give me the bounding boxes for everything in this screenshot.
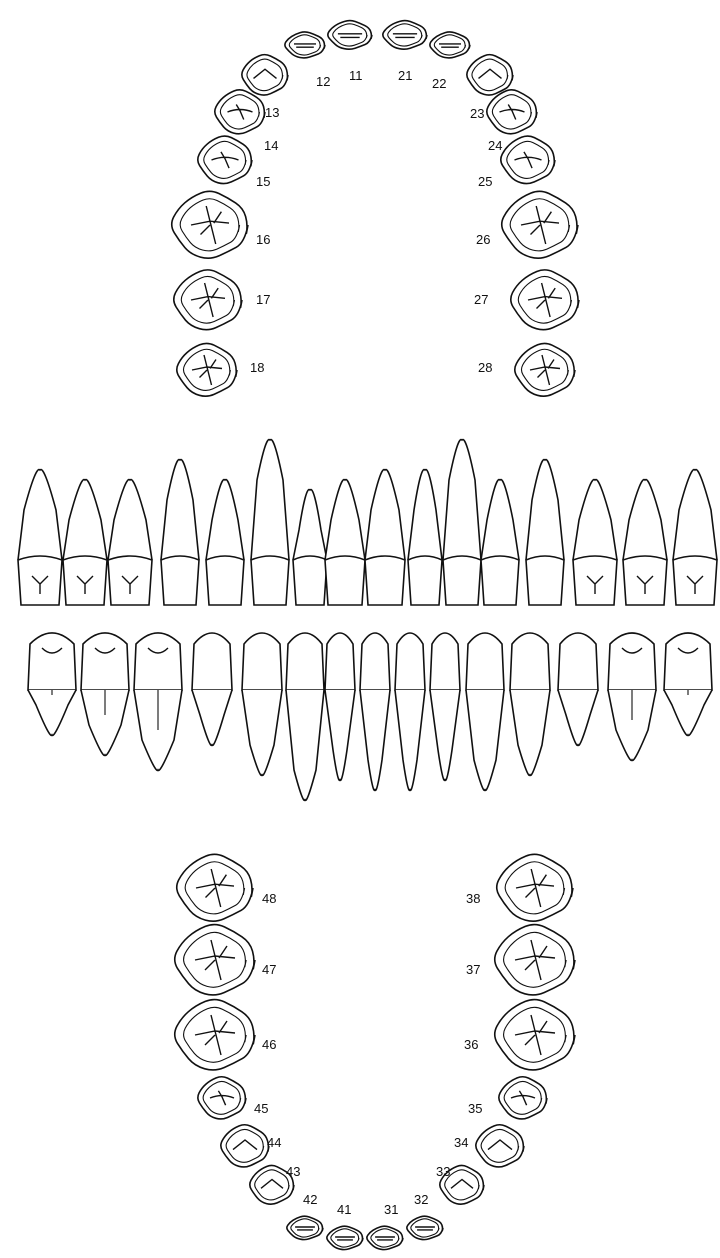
tooth-number-36: 36: [464, 1037, 478, 1052]
tooth-number-46: 46: [262, 1037, 276, 1052]
tooth-26-occlusal[interactable]: 26: [476, 191, 578, 258]
tooth-28-occlusal[interactable]: 28: [478, 343, 575, 396]
tooth-21-occlusal[interactable]: 21: [383, 21, 427, 83]
tooth-44-occlusal[interactable]: 44: [221, 1125, 282, 1167]
tooth-15-occlusal[interactable]: 15: [198, 136, 271, 189]
lower-tooth-side-6: [286, 633, 324, 800]
tooth-number-12: 12: [316, 74, 330, 89]
tooth-number-25: 25: [478, 174, 492, 189]
upper-tooth-side-8: [325, 480, 365, 606]
tooth-number-31: 31: [384, 1202, 398, 1217]
tooth-number-28: 28: [478, 360, 492, 375]
tooth-35-occlusal[interactable]: 35: [468, 1077, 547, 1119]
upper-tooth-side-1: [18, 470, 62, 606]
tooth-17-occlusal[interactable]: 17: [174, 270, 271, 330]
tooth-27-occlusal[interactable]: 27: [474, 270, 579, 330]
tooth-33-occlusal[interactable]: 33: [436, 1164, 484, 1204]
tooth-number-35: 35: [468, 1101, 482, 1116]
tooth-number-17: 17: [256, 292, 270, 307]
tooth-31-occlusal[interactable]: 31: [367, 1202, 403, 1250]
upper-tooth-side-15: [623, 480, 667, 606]
tooth-46-occlusal[interactable]: 46: [175, 1000, 277, 1070]
tooth-number-11: 11: [349, 68, 363, 83]
tooth-number-32: 32: [414, 1192, 428, 1207]
upper-tooth-side-11: [443, 440, 481, 606]
tooth-number-13: 13: [265, 105, 279, 120]
lower-tooth-side-13: [558, 633, 598, 745]
lower-tooth-side-3: [134, 633, 182, 770]
lower-tooth-side-15: [664, 633, 712, 735]
lower-tooth-side-12: [510, 633, 550, 775]
tooth-number-38: 38: [466, 891, 480, 906]
lower-tooth-side-4: [192, 633, 232, 745]
tooth-48-occlusal[interactable]: 48: [177, 854, 277, 921]
upper-arch-occlusal: 18 17 16 15 14 13 12 11 21 22 23 24 25 26 27 28: [172, 21, 579, 397]
tooth-number-42: 42: [303, 1192, 317, 1207]
upper-tooth-side-3: [108, 480, 152, 606]
tooth-12-occlusal[interactable]: 12: [285, 32, 331, 89]
tooth-number-33: 33: [436, 1164, 450, 1179]
tooth-number-16: 16: [256, 232, 270, 247]
tooth-number-47: 47: [262, 962, 276, 977]
tooth-number-18: 18: [250, 360, 264, 375]
lower-teeth-side-view: [28, 633, 712, 800]
tooth-22-occlusal[interactable]: 22: [430, 32, 470, 91]
tooth-number-21: 21: [398, 68, 412, 83]
tooth-18-occlusal[interactable]: 18: [177, 343, 265, 396]
tooth-45-occlusal[interactable]: 45: [198, 1077, 269, 1119]
tooth-number-23: 23: [470, 106, 484, 121]
tooth-11-occlusal[interactable]: 11: [328, 21, 372, 83]
upper-tooth-side-13: [526, 460, 564, 606]
tooth-number-44: 44: [267, 1135, 281, 1150]
tooth-16-occlusal[interactable]: 16: [172, 191, 271, 258]
upper-tooth-side-12: [481, 480, 519, 606]
tooth-number-41: 41: [337, 1202, 351, 1217]
upper-tooth-side-5: [206, 480, 244, 606]
lower-tooth-side-11: [466, 633, 504, 790]
upper-tooth-side-9: [365, 470, 405, 606]
tooth-36-occlusal[interactable]: 36: [464, 1000, 575, 1070]
tooth-number-45: 45: [254, 1101, 268, 1116]
tooth-34-occlusal[interactable]: 34: [454, 1125, 524, 1167]
tooth-32-occlusal[interactable]: 32: [407, 1192, 443, 1240]
lower-tooth-side-1: [28, 633, 76, 735]
lower-tooth-side-9: [395, 633, 425, 790]
tooth-number-37: 37: [466, 962, 480, 977]
upper-tooth-side-2: [63, 480, 107, 606]
lower-tooth-side-14: [608, 633, 656, 760]
upper-tooth-side-16: [673, 470, 717, 606]
tooth-42-occlusal[interactable]: 42: [287, 1192, 323, 1240]
tooth-43-occlusal[interactable]: 43: [250, 1164, 301, 1204]
lower-tooth-side-7: [325, 633, 355, 780]
tooth-47-occlusal[interactable]: 47: [175, 925, 277, 995]
tooth-41-occlusal[interactable]: 41: [327, 1202, 363, 1250]
tooth-number-24: 24: [488, 138, 502, 153]
upper-teeth-side-view: [18, 440, 717, 606]
tooth-number-43: 43: [286, 1164, 300, 1179]
tooth-number-15: 15: [256, 174, 270, 189]
tooth-number-34: 34: [454, 1135, 468, 1150]
tooth-number-48: 48: [262, 891, 276, 906]
upper-tooth-side-10: [408, 470, 442, 606]
lower-tooth-side-2: [81, 633, 129, 755]
lower-tooth-side-8: [360, 633, 390, 790]
upper-tooth-side-14: [573, 480, 617, 606]
tooth-number-14: 14: [264, 138, 278, 153]
tooth-number-27: 27: [474, 292, 488, 307]
upper-tooth-side-7: [293, 490, 327, 606]
tooth-number-22: 22: [432, 76, 446, 91]
upper-tooth-side-4: [161, 460, 199, 606]
lower-tooth-side-5: [242, 633, 282, 775]
tooth-37-occlusal[interactable]: 37: [466, 925, 575, 995]
lower-tooth-side-10: [430, 633, 460, 780]
tooth-38-occlusal[interactable]: 38: [466, 854, 573, 921]
upper-tooth-side-6: [251, 440, 289, 606]
tooth-number-26: 26: [476, 232, 490, 247]
